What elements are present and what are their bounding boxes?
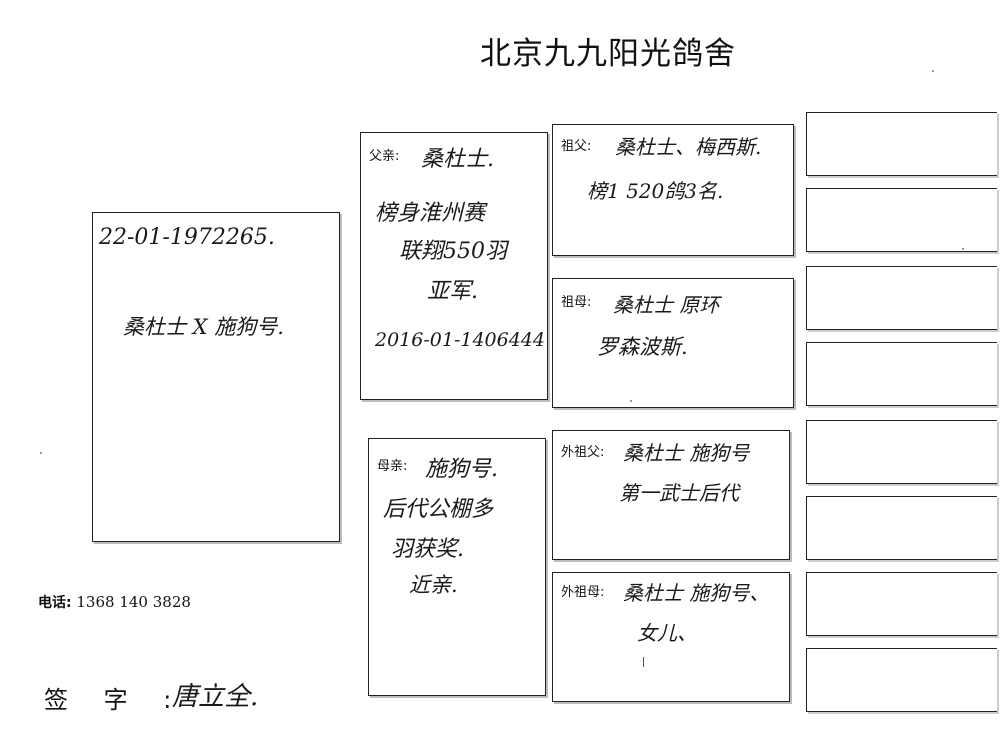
mother-name: 施狗号. xyxy=(425,457,498,482)
scan-speck xyxy=(630,400,632,402)
maternal-grandfather-label: 外祖父: xyxy=(561,445,605,460)
father-ring-number: 2016-01-1406444 xyxy=(375,329,545,351)
phone-line: 电话: 1368 140 3828 xyxy=(38,592,191,612)
grandmother-line-1: 桑杜士 原环 xyxy=(613,293,720,317)
grandfather-line-2: 榜1 520鸽3名. xyxy=(587,179,724,203)
grandmother-line-2: 罗森波斯. xyxy=(597,335,688,359)
grandfather-label: 祖父: xyxy=(561,139,592,154)
father-achievement-1: 榜身淮州赛 xyxy=(375,201,486,226)
empty-slot xyxy=(806,266,997,330)
mother-label: 母亲: xyxy=(377,459,408,474)
empty-slot xyxy=(806,342,997,406)
scan-speck xyxy=(962,248,964,250)
phone-label: 电话: xyxy=(38,595,72,611)
father-box: 父亲: 桑杜士. 榜身淮州赛 联翔550羽 亚军. 2016-01-140644… xyxy=(360,132,548,400)
father-label: 父亲: xyxy=(369,149,400,164)
father-achievement-2: 联翔550羽 xyxy=(399,239,507,264)
scan-speck xyxy=(40,452,42,454)
empty-slot xyxy=(806,112,997,176)
subject-ring-number: 22-01-1972265. xyxy=(99,225,275,250)
empty-slot xyxy=(806,420,997,484)
empty-slot xyxy=(806,188,997,252)
signature-label: 签 字 : xyxy=(44,686,186,714)
pen-mark xyxy=(643,657,644,667)
empty-slot xyxy=(806,496,997,560)
subject-box: 22-01-1972265. 桑杜士 X 施狗号. xyxy=(92,212,340,542)
maternal-grandmother-line-1: 桑杜士 施狗号、 xyxy=(623,581,770,605)
empty-slot xyxy=(806,572,997,636)
grandfather-box: 祖父: 桑杜士、梅西斯. 榜1 520鸽3名. xyxy=(552,124,794,256)
subject-description: 桑杜士 X 施狗号. xyxy=(123,315,284,339)
father-name: 桑杜士. xyxy=(421,147,494,172)
page-title: 北京九九阳光鸽舍 xyxy=(480,36,736,72)
signature-name: 唐立全. xyxy=(172,682,259,712)
grandmother-box: 祖母: 桑杜士 原环 罗森波斯. xyxy=(552,278,794,408)
scan-speck xyxy=(932,70,934,72)
mother-note-1: 后代公棚多 xyxy=(383,497,494,522)
mother-note-3: 近亲. xyxy=(409,573,458,597)
maternal-grandmother-label: 外祖母: xyxy=(561,585,605,600)
mother-box: 母亲: 施狗号. 后代公棚多 羽获奖. 近亲. xyxy=(368,438,546,696)
grandfather-line-1: 桑杜士、梅西斯. xyxy=(615,135,762,159)
empty-slot xyxy=(806,648,997,712)
phone-number: 1368 140 3828 xyxy=(76,593,191,611)
maternal-grandfather-box: 外祖父: 桑杜士 施狗号 第一武士后代 xyxy=(552,430,790,560)
maternal-grandmother-line-2: 女儿、 xyxy=(637,621,697,645)
maternal-grandmother-box: 外祖母: 桑杜士 施狗号、 女儿、 xyxy=(552,572,790,702)
mother-note-2: 羽获奖. xyxy=(391,537,464,562)
maternal-grandfather-line-2: 第一武士后代 xyxy=(619,481,739,505)
grandmother-label: 祖母: xyxy=(561,295,592,310)
father-achievement-3: 亚军. xyxy=(427,279,478,304)
maternal-grandfather-line-1: 桑杜士 施狗号 xyxy=(623,441,750,465)
